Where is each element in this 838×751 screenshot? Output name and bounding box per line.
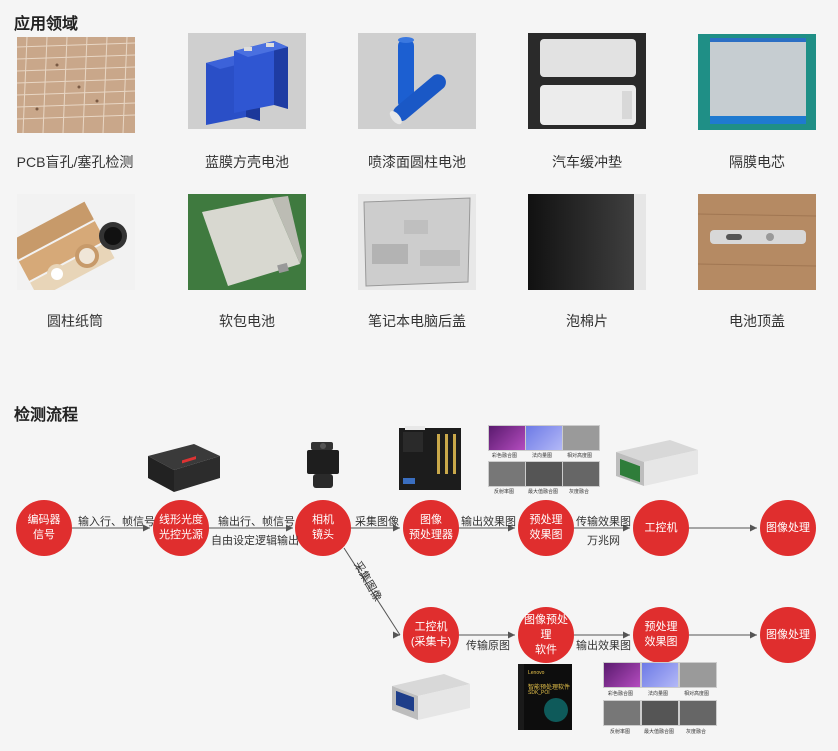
label-output-signal: 输出行、帧信号 <box>218 516 295 528</box>
caption: 相对高度图 <box>684 691 710 697</box>
battery-cap-image <box>698 194 816 290</box>
result-normal-map-thumb <box>525 425 563 451</box>
node-image-processing-2: 图像处理 <box>760 607 816 663</box>
result-color-fusion-thumb <box>488 425 526 451</box>
caption: 反射率图 <box>494 489 515 495</box>
result-height-map-thumb <box>679 662 717 688</box>
application-label: 圆柱纸筒 <box>47 313 103 329</box>
ipc-device-image <box>612 436 702 493</box>
application-label: 蓝膜方壳电池 <box>205 154 289 170</box>
label-output-result-2: 输出效果图 <box>576 640 631 652</box>
separator-cell-image <box>698 34 816 130</box>
caption: 灰度融合 <box>569 489 590 495</box>
node-encoder: 编码器 信号 <box>16 500 72 556</box>
caption: 最大值融合图 <box>644 729 675 735</box>
label-logic-output: 自由设定逻辑输出 <box>211 535 299 547</box>
application-label: 喷漆面圆柱电池 <box>368 154 466 170</box>
caption: 反射率图 <box>610 729 631 735</box>
node-preview-1: 预处理 效果图 <box>518 500 574 556</box>
caption: 灰度融合 <box>686 729 707 735</box>
caption: 法向量图 <box>648 691 669 697</box>
application-label: 软包电池 <box>219 313 275 329</box>
software-subtitle: SDK_POI <box>528 690 550 696</box>
pcb-board-image <box>17 37 135 133</box>
result-gray-fusion-thumb <box>679 700 717 726</box>
application-label: 泡棉片 <box>566 313 608 329</box>
label-output-result: 输出效果图 <box>461 516 516 528</box>
car-cushion-image <box>528 33 646 129</box>
label-transfer-result: 传输效果图 <box>576 516 631 528</box>
camera-device-image <box>303 440 343 495</box>
result-max-fusion-thumb <box>641 700 679 726</box>
applications-title: 应用领域 <box>14 16 79 33</box>
application-label: 隔膜电芯 <box>729 154 785 170</box>
prismatic-battery-image <box>188 33 306 129</box>
cylindrical-battery-image <box>358 33 476 129</box>
application-label: 汽车缓冲垫 <box>552 154 622 170</box>
result-height-map-thumb <box>562 425 600 451</box>
node-preprocessor: 图像 预处理器 <box>403 500 459 556</box>
preprocess-software-box-image: Lenovo 智能预处理软件 SDK_POI <box>516 662 574 737</box>
arrow-camera-ipc2 <box>343 547 401 636</box>
caption: 最大值融合图 <box>528 489 559 495</box>
result-color-fusion-thumb <box>603 662 641 688</box>
light-source-device-image <box>144 442 222 499</box>
label-transfer-raw: 传输原图 <box>466 640 510 652</box>
label-capture-image: 采集图像 <box>355 516 399 528</box>
caption: 彩色融合图 <box>492 453 518 459</box>
caption: 相对高度图 <box>567 453 593 459</box>
node-light-source: 线形光度 光控光源 <box>153 500 209 556</box>
pouch-battery-image <box>188 194 306 290</box>
label-10g-network: 万兆网 <box>587 535 620 547</box>
result-max-fusion-thumb <box>525 461 563 487</box>
software-title: 智能预处理软件 <box>528 685 571 691</box>
label-input-signal: 输入行、帧信号 <box>78 516 155 528</box>
foam-sheet-image <box>528 194 646 290</box>
ipc-capture-card-image <box>388 670 474 727</box>
caption: 彩色融合图 <box>608 691 634 697</box>
node-ipc-1: 工控机 <box>633 500 689 556</box>
node-preprocess-software: 图像预处理 软件 <box>518 607 574 663</box>
paper-tube-image <box>17 194 135 290</box>
preprocessor-device-image <box>397 424 465 499</box>
laptop-cover-image <box>358 194 476 290</box>
application-label: PCB盲孔/塞孔检测 <box>16 154 134 170</box>
caption: 法向量图 <box>532 453 553 459</box>
flow-title: 检测流程 <box>14 407 79 424</box>
result-reflectance-thumb <box>488 461 526 487</box>
software-brand: Lenovo <box>528 670 545 676</box>
result-gray-fusion-thumb <box>562 461 600 487</box>
application-label: 笔记本电脑后盖 <box>368 313 466 329</box>
node-preview-2: 预处理 效果图 <box>633 607 689 663</box>
application-label: 电池顶盖 <box>729 313 785 329</box>
result-normal-map-thumb <box>641 662 679 688</box>
node-camera: 相机 镜头 <box>295 500 351 556</box>
node-ipc-2: 工控机 (采集卡) <box>403 607 459 663</box>
result-reflectance-thumb <box>603 700 641 726</box>
node-image-processing-1: 图像处理 <box>760 500 816 556</box>
